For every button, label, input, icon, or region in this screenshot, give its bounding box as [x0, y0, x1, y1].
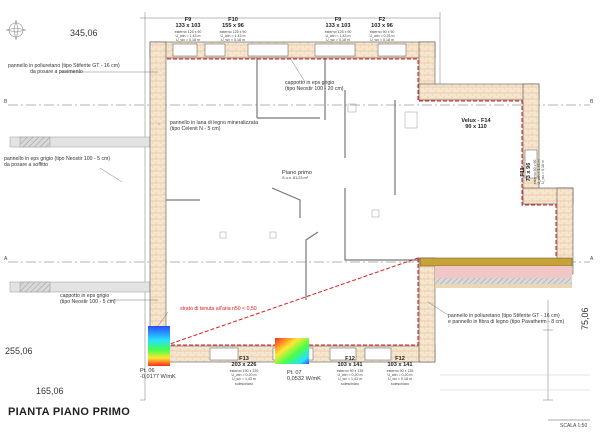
- window-f12-right: F12 103 x 141 esterno 90 x 135 U_win = 0…: [386, 356, 414, 386]
- label-right-insulation: pannello in poliuretano (tipo Stiferite …: [448, 313, 565, 325]
- label-eps-cappotto-top: cappotto in eps grigio (tipo Neostir 100…: [285, 80, 344, 92]
- right-floor-layers: [419, 257, 573, 288]
- window-openings: [172, 43, 538, 361]
- thermal-bridge-pt07-label: Pt. 07 0,0532 W/mK: [287, 370, 321, 383]
- leader-lines: [60, 57, 449, 331]
- thermal-bridge-pt07-image: [275, 338, 309, 364]
- airtight-layer-line: [166, 58, 557, 346]
- interior-walls: [166, 58, 420, 300]
- label-wood-wool-panel: pannello in lana di legno mineralizzata …: [170, 120, 258, 132]
- interior-details: [219, 103, 418, 239]
- dimension-left-lower: 255,06: [5, 346, 33, 356]
- compass-icon: [5, 19, 27, 41]
- label-eps-cappotto-bottom: cappotto in eps grigio (tipo Neostir 100…: [60, 293, 116, 305]
- label-airtight-layer: strato di tenuta all'aria n50 < 0,50: [180, 306, 257, 312]
- window-f13: F13 203 x 226 esterno 190 x 220 U_win = …: [229, 356, 259, 386]
- window-f2: F2 103 x 96 esterno 90 x 90 U_win = 0,25…: [369, 17, 395, 43]
- drawing-scale: SCALA 1:50: [560, 423, 588, 429]
- dimension-top-left: 345,06: [70, 28, 98, 38]
- right-dimension-ticks: [543, 329, 553, 401]
- window-f9-right: F9 133 x 103 esterno 125 x 90 U_win = 1,…: [324, 17, 352, 43]
- window-velux-f14: Velux - F14 90 x 110: [461, 118, 491, 131]
- window-f12-left: F12 103 x 141 esterno 90 x 135 U_win = 0…: [336, 356, 364, 386]
- section-mark-a-left: A: [4, 256, 8, 262]
- bottom-hatch: [440, 374, 590, 391]
- label-floor-polyurethane: pannello in poliuretano (tipo Stiferite …: [8, 63, 120, 75]
- room-label-piano-primo: Piano primo S.u.n. 81,23 m²: [282, 170, 312, 181]
- dimension-right: 75,06: [580, 307, 590, 330]
- section-mark-a-right: A: [590, 256, 594, 262]
- section-mark-b-left: B: [4, 99, 8, 105]
- dimension-lines: [140, 12, 549, 401]
- drawing-title: PIANTA PIANO PRIMO: [8, 406, 131, 418]
- section-lines: [8, 104, 590, 263]
- window-f10: F10 155 x 96 esterno 125 x 90 U_win = 1,…: [219, 17, 247, 43]
- window-f9-left: F9 133 x 103 esterno 125 x 90 U_win = 1,…: [174, 17, 202, 43]
- window-f11: F11 73 x 96 esterno 60 x 90 U_win = 1,43…: [520, 159, 546, 185]
- adjacent-structures: [9, 136, 151, 293]
- label-ceiling-eps: pannello in eps grigio (tipo Neostir 100…: [4, 156, 111, 168]
- thermal-bridge-pt06-image: [148, 326, 170, 366]
- dimension-bottom-left: 165,06: [36, 386, 64, 396]
- thermal-bridge-pt06-label: Pt. 06 -0,0177 W/mK: [140, 368, 176, 381]
- section-mark-b-right: B: [590, 99, 594, 105]
